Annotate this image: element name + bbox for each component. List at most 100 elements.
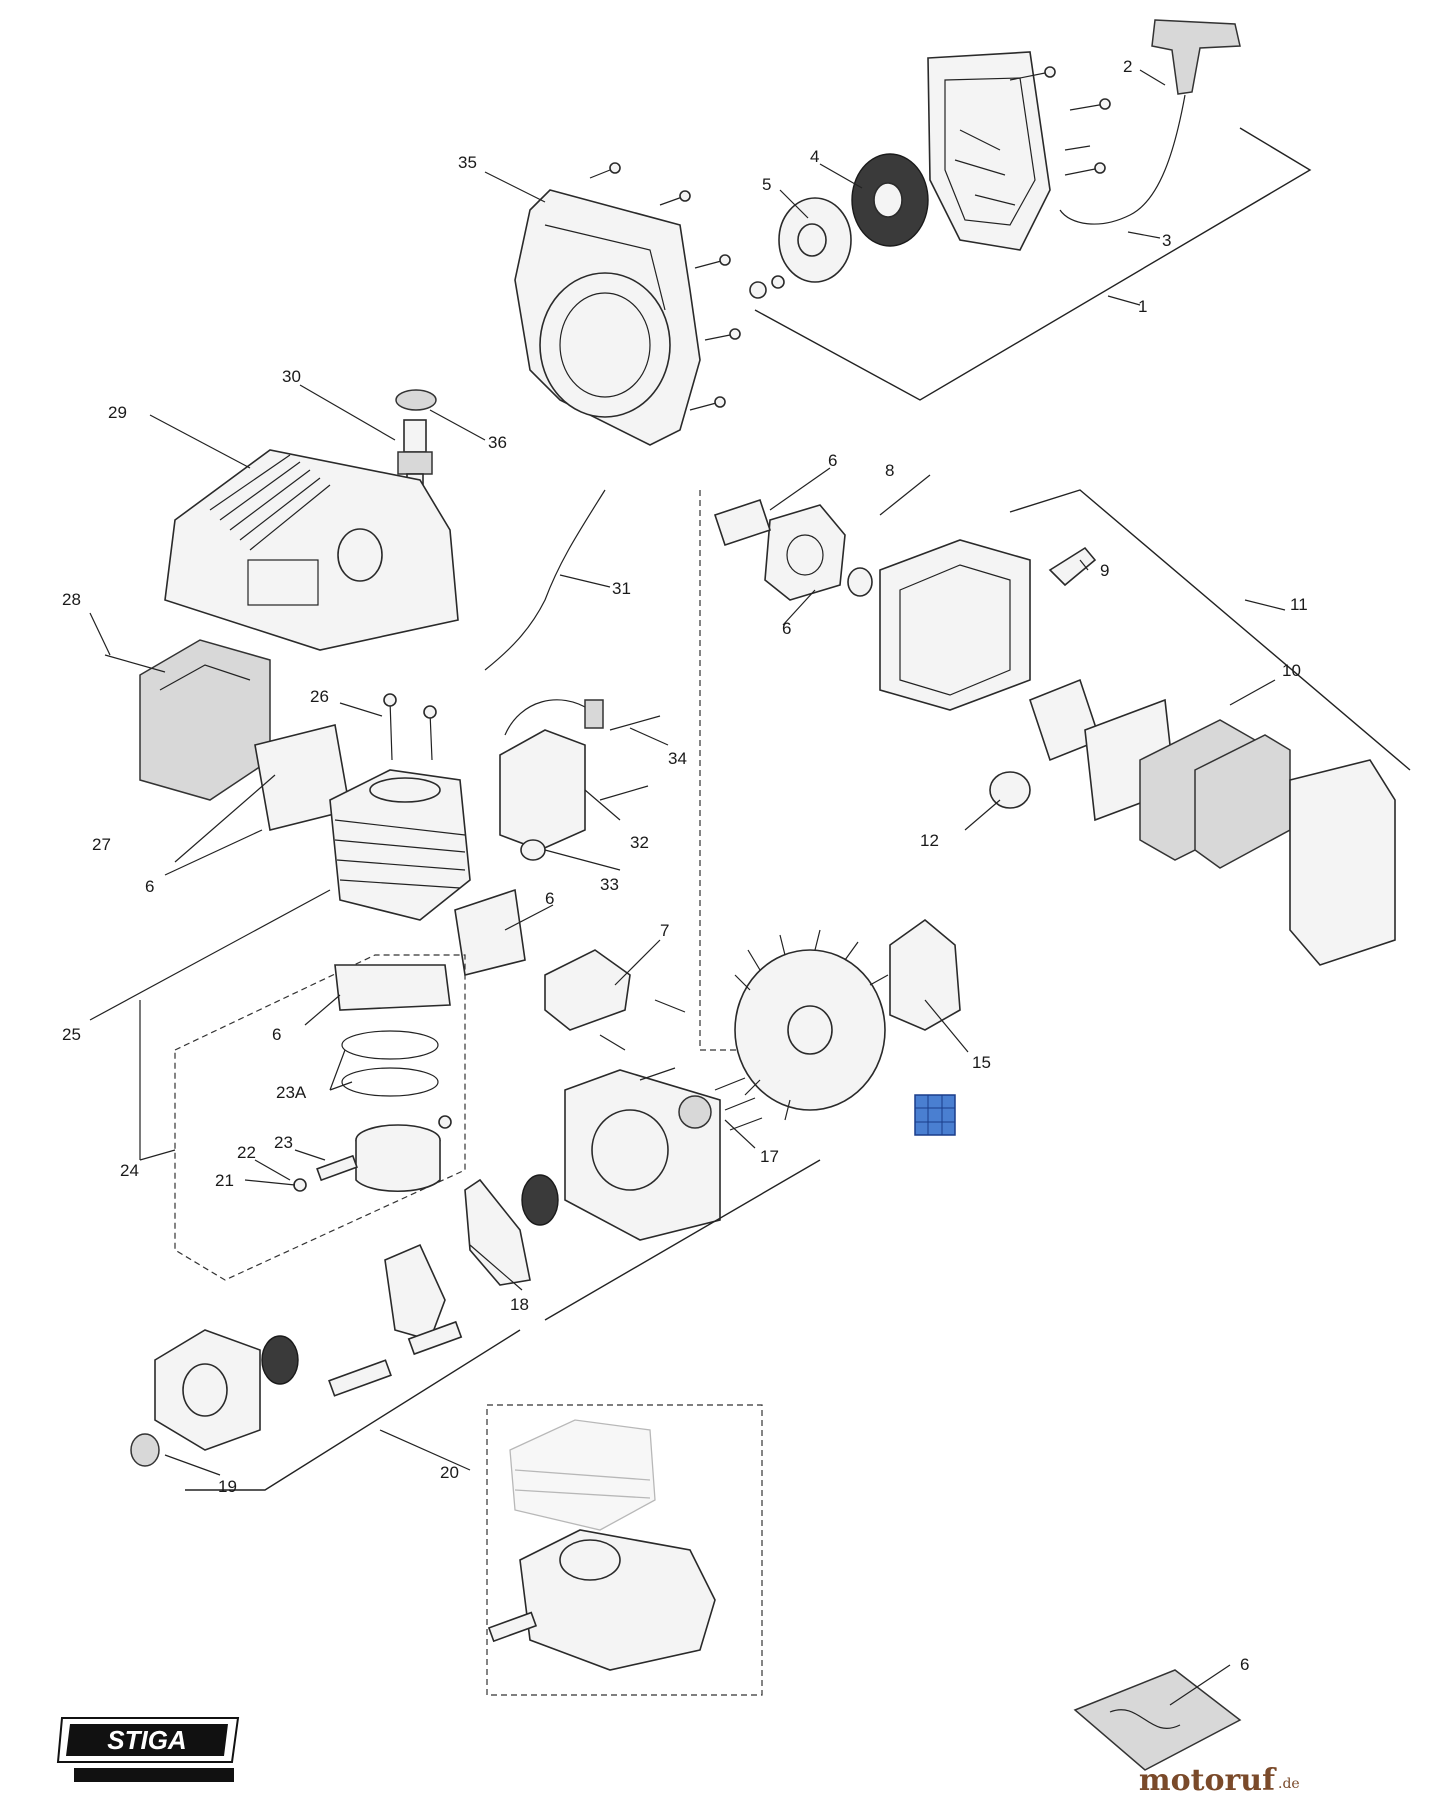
callout-7: 7 — [660, 921, 669, 940]
intake-insulator — [544, 949, 631, 1031]
engine-cover — [164, 449, 459, 651]
piston-pin — [316, 1154, 358, 1182]
callout-33: 33 — [600, 875, 619, 894]
cylinder — [329, 769, 471, 921]
starter-pawl-pulley — [778, 197, 852, 283]
starter-handle — [1151, 19, 1241, 95]
callout-6-base-gasket: 6 — [272, 1025, 281, 1044]
callout-24: 24 — [120, 1161, 139, 1180]
flywheel — [734, 929, 889, 1121]
air-filter-housing — [879, 539, 1031, 711]
bracket-assembly-1 — [754, 127, 1312, 401]
piston-pin-clip — [293, 1178, 307, 1192]
carburetor — [764, 504, 846, 601]
callout-6-intake: 6 — [545, 889, 554, 908]
callout-numbers: 1 2 3 4 5 35 30 36 29 6 8 31 6 9 11 28 2… — [62, 57, 1308, 1674]
callout-30: 30 — [282, 367, 301, 386]
ignition-coil — [499, 699, 604, 851]
muffler — [139, 639, 271, 801]
callout-9: 9 — [1100, 561, 1109, 580]
callout-15: 15 — [972, 1053, 991, 1072]
piston-rings — [341, 1030, 439, 1097]
callout-6-carb-side: 6 — [782, 619, 791, 638]
callout-23A: 23A — [276, 1083, 307, 1102]
callout-3: 3 — [1162, 231, 1171, 250]
callout-26: 26 — [310, 687, 329, 706]
air-filter-cover — [1289, 759, 1396, 966]
callout-34: 34 — [668, 749, 687, 768]
piston-group-dashed-box — [174, 954, 466, 1281]
callout-21: 21 — [215, 1171, 234, 1190]
starter-screws — [749, 66, 1111, 299]
callout-17: 17 — [760, 1147, 779, 1166]
piston — [355, 1124, 441, 1193]
intake-gasket — [454, 888, 526, 976]
crankcase-other-half — [154, 1329, 261, 1451]
flywheel-key-highlight — [914, 1094, 956, 1136]
primer-bulb — [989, 771, 1031, 809]
callout-29: 29 — [108, 403, 127, 422]
callout-23: 23 — [274, 1133, 293, 1152]
carburetor-o-ring — [847, 567, 873, 597]
cylinder-base-gasket — [334, 964, 451, 1011]
stiga-logo-text: STIGA — [107, 1725, 186, 1755]
intake-screws — [599, 999, 686, 1051]
recoil-starter-cover — [927, 51, 1051, 251]
callout-27: 27 — [92, 835, 111, 854]
callout-35: 35 — [458, 153, 477, 172]
short-block-leader — [379, 1429, 471, 1471]
motoruf-watermark: motoruf .de — [1139, 1763, 1300, 1798]
bracket-assembly-11 — [1009, 489, 1411, 771]
starter-rope — [1059, 94, 1186, 225]
short-block-cylinder-ghost — [509, 1419, 656, 1531]
short-block-dashed-box — [486, 1404, 763, 1696]
callout-22: 22 — [237, 1143, 256, 1162]
callout-6-cylinder: 6 — [145, 877, 154, 896]
callout-6-carb-top: 6 — [828, 451, 837, 470]
carburetor-dashed-guide — [699, 490, 760, 1051]
bracket-assembly-19 — [185, 1329, 521, 1491]
callout-28: 28 — [62, 590, 81, 609]
callout-19: 19 — [218, 1477, 237, 1496]
filter-elements — [1139, 719, 1291, 869]
coil-screws — [599, 715, 661, 801]
fan-housing-screws — [589, 162, 741, 411]
piston-pin-clip-right — [438, 1115, 452, 1129]
callout-31: 31 — [612, 579, 631, 598]
watermark-main: motoruf — [1139, 1763, 1277, 1798]
fan-housing — [514, 189, 701, 446]
crankcase-gasket — [464, 1178, 531, 1286]
callout-36: 36 — [488, 433, 507, 452]
callout-8: 8 — [885, 461, 894, 480]
crankshaft — [328, 1243, 463, 1397]
spark-plug-boot — [395, 389, 437, 411]
callout-2: 2 — [1123, 57, 1132, 76]
carburetor-gasket — [713, 498, 772, 547]
watermark-suffix: .de — [1278, 1776, 1300, 1792]
crankcase-seal — [678, 1095, 712, 1129]
choke-lever — [1048, 546, 1097, 587]
crankshaft-seal — [130, 1433, 160, 1467]
stiga-logo: STIGA — [56, 1717, 240, 1782]
crankshaft-bearing — [261, 1335, 299, 1385]
callout-25: 25 — [62, 1025, 81, 1044]
callout-4: 4 — [810, 147, 819, 166]
coil-spacer — [520, 839, 546, 861]
flywheel-cover — [889, 918, 961, 1031]
callout-5: 5 — [762, 175, 771, 194]
callout-20: 20 — [440, 1463, 459, 1482]
sealant-pouch — [1073, 1669, 1242, 1771]
bracket-assembly-17 — [544, 1159, 821, 1321]
short-block-crankcase — [487, 1529, 716, 1671]
leader-lines — [89, 69, 1286, 1706]
crankcase-screws — [639, 1067, 763, 1131]
cylinder-bolts — [383, 693, 437, 761]
callout-6-pouch: 6 — [1240, 1655, 1249, 1674]
starter-pulley — [851, 153, 929, 247]
callout-12: 12 — [920, 831, 939, 850]
callout-18: 18 — [510, 1295, 529, 1314]
callout-11: 11 — [1290, 595, 1308, 614]
callout-10: 10 — [1282, 661, 1301, 680]
ignition-wire — [484, 489, 606, 671]
muffler-bolt — [104, 654, 166, 673]
